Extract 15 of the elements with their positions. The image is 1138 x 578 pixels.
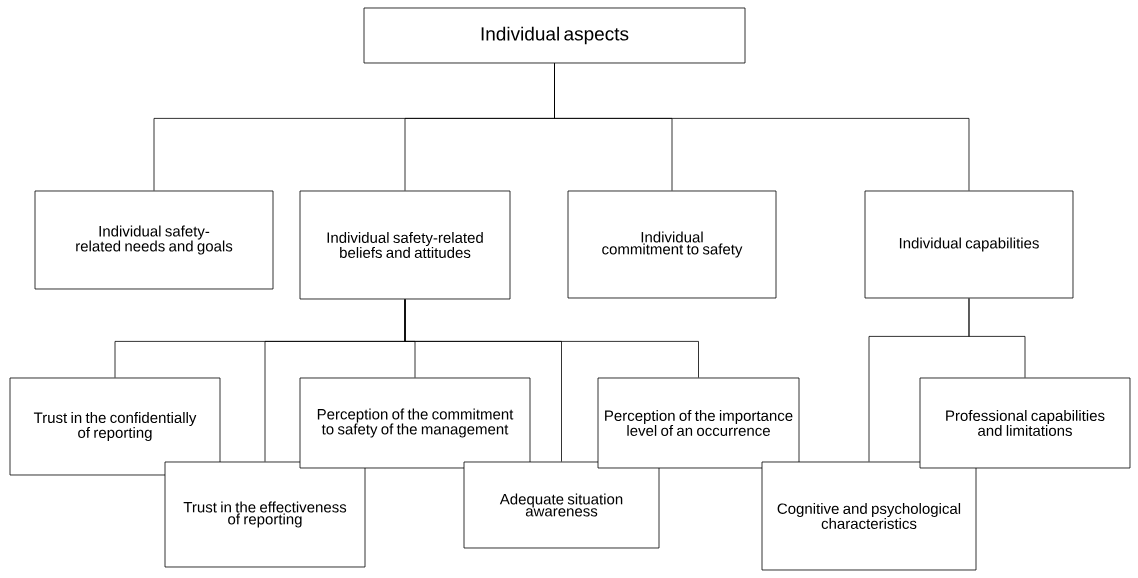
- text-box: Trust in the confidentially of reporting: [9, 377, 221, 476]
- text-box: Perception of the commitment to safety of the management: [299, 377, 531, 469]
- text-box: Individual safety-related needs and goals: [34, 190, 274, 290]
- text-box: Adequate situation awareness: [463, 461, 660, 549]
- text-box: Individual capabilities: [864, 190, 1074, 299]
- text-box: Trust in the effectiveness of reporting: [164, 461, 366, 568]
- text-box: Perception of the importance level of an occurrence: [597, 377, 800, 469]
- text-box: Individual commitment to safety: [567, 190, 777, 299]
- root-box: Individual aspects: [363, 7, 746, 64]
- connector-line: [404, 299, 699, 378]
- text-box: Professional capabilities and limitations: [919, 377, 1131, 469]
- connector-line: [968, 298, 1026, 378]
- text-box: Cognitive and psychological characteristics: [761, 461, 977, 571]
- text-box: Individual safety-related beliefs and attitudes: [299, 190, 511, 300]
- connector-line: [554, 63, 970, 191]
